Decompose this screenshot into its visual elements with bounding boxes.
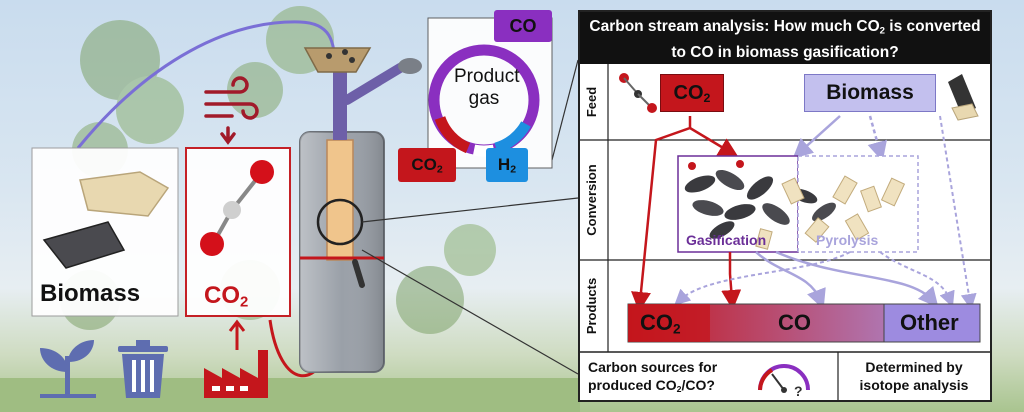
- row-label-feed: Feed: [584, 86, 599, 118]
- footer-question: Carbon sources for produced CO2/CO?: [588, 359, 718, 395]
- h2-badge: H2: [486, 148, 528, 182]
- product-co2-label: CO2: [640, 310, 681, 337]
- oxygen-atom-icon: [200, 232, 224, 256]
- co2-bypass-arrow: [631, 116, 692, 312]
- char-particles: [684, 160, 906, 250]
- product-gas-connector: [551, 59, 579, 161]
- wood-chip-icon: [79, 171, 170, 217]
- biomass-label: Biomass: [40, 280, 141, 307]
- co2-badge: CO2: [398, 148, 456, 182]
- svg-text:?: ?: [794, 383, 803, 399]
- trash-bin-icon: [118, 340, 168, 398]
- co2-molecule-icon: [619, 73, 657, 113]
- product-other-label: Other: [900, 310, 959, 335]
- pyrolysis-to-other-arrow: [879, 251, 955, 308]
- product-co-label: CO: [778, 310, 811, 335]
- panel-title: Carbon stream analysis: How much CO2 is …: [580, 12, 990, 64]
- biomass-chip-icon: [948, 74, 979, 121]
- gasification-to-co-arrow: [755, 251, 826, 310]
- footer-answer: Determined by isotope analysis: [859, 359, 969, 393]
- biomass-feed-line: [76, 20, 337, 190]
- product-gas-ring: [427, 17, 553, 169]
- plant-icon: [40, 340, 96, 398]
- zoom-line-bottom: [361, 249, 579, 375]
- row-label-products: Products: [584, 277, 599, 335]
- feed-biomass-box: Biomass: [804, 74, 936, 112]
- factory-icon: [204, 350, 268, 398]
- pyrolysis-to-co2-arrow: [674, 251, 851, 306]
- feed-hopper: [303, 47, 372, 73]
- charcoal-icon: [42, 221, 126, 269]
- co2-label: CO2: [204, 282, 249, 311]
- biomass-to-other-arrow: [939, 115, 977, 310]
- zoom-line-top: [361, 197, 579, 223]
- biomass-card: [31, 147, 179, 317]
- gasification-to-other-arrow: [775, 250, 939, 308]
- co2-card: [185, 147, 291, 317]
- gauge-icon: ?: [758, 364, 810, 399]
- co-badge: CO: [494, 10, 552, 42]
- feed-co2-box: CO2: [660, 74, 724, 112]
- panel-graphics: ?: [580, 64, 990, 400]
- biomass-to-pyrolysis-arrow: [867, 115, 887, 162]
- gasification-label: Gasification: [686, 232, 767, 248]
- pyrolysis-label: Pyrolysis: [816, 232, 879, 248]
- left-illustration: [0, 6, 580, 412]
- row-label-conversion: Conversion: [584, 164, 599, 236]
- reactor: [299, 47, 422, 373]
- carbon-atom-icon: [223, 201, 241, 219]
- grass-strip: [0, 378, 580, 412]
- oxygen-atom-icon: [250, 160, 274, 184]
- co2-to-gasification-arrow: [689, 126, 739, 158]
- biomass-to-gasification-arrow: [792, 115, 841, 159]
- wind-icon: [204, 76, 259, 145]
- carbon-stream-panel: ? Carbon stream analysis: How much CO2 i…: [578, 10, 992, 402]
- gasification-to-co2-arrow: [721, 252, 742, 310]
